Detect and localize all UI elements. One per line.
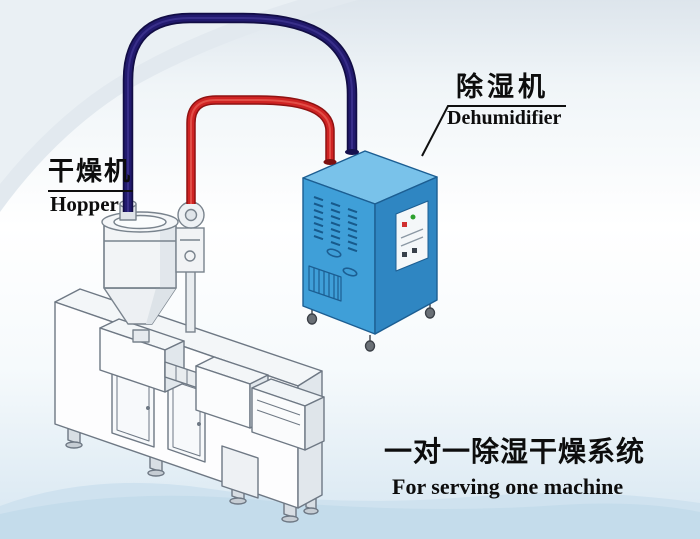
return-air-pipe [122, 12, 359, 212]
vent-louvers [313, 196, 358, 253]
dehumidifier-unit [302, 150, 438, 352]
caption-cn: 一对一除湿干燥系统 [384, 436, 646, 467]
label-lines [48, 105, 566, 192]
loader-blower [175, 201, 205, 333]
dehumidifier-leader-line [421, 105, 566, 157]
dehumidifier-label-en: Dehumidifier [447, 107, 562, 129]
caption-en: For serving one machine [392, 474, 624, 499]
hopper-dryer [101, 199, 179, 343]
deck-box-2 [251, 378, 325, 451]
dry-air-pipe [186, 95, 337, 204]
control-panel [395, 200, 429, 272]
vent-grid [308, 265, 342, 302]
hopper-label-en: Hopper [50, 192, 119, 216]
hopper-label-cn: 干燥机 [48, 156, 133, 186]
dehumidifier-label-cn: 除湿机 [456, 72, 549, 102]
